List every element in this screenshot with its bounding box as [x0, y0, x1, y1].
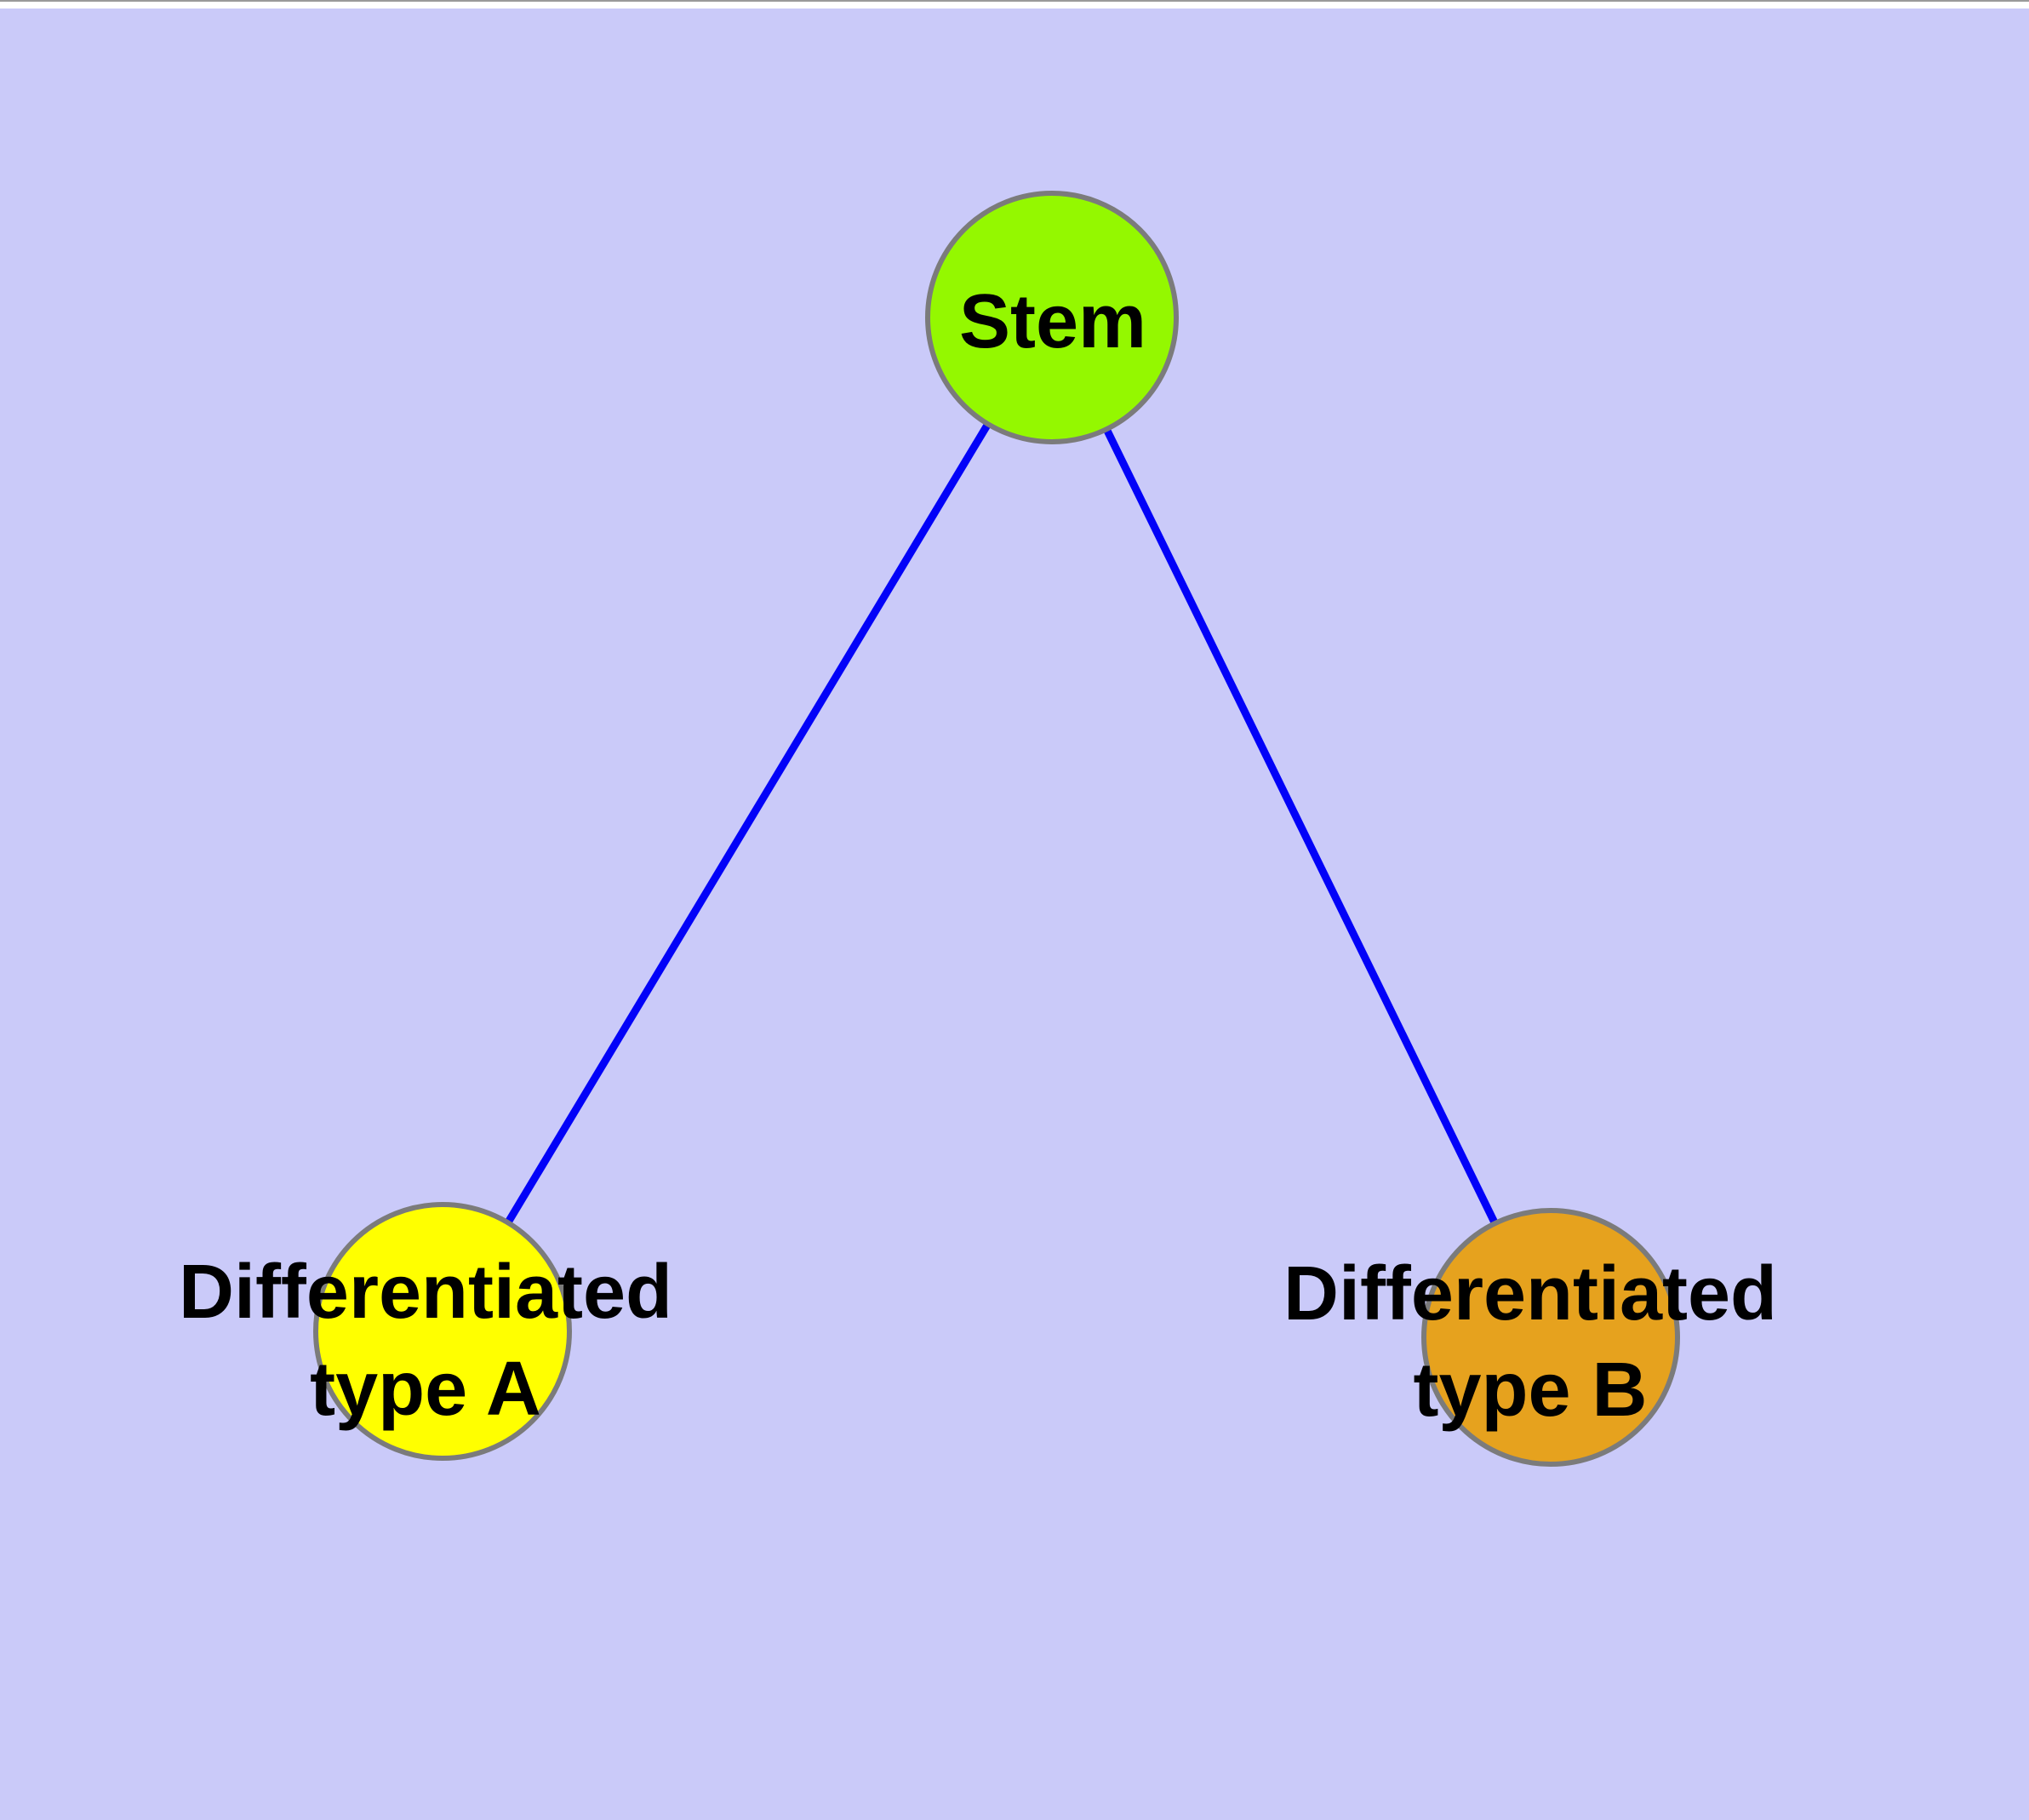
node-type-b-circle	[1421, 1208, 1680, 1467]
node-stem-label: Stem	[959, 279, 1146, 364]
edge-stem-to-type-a	[439, 315, 1055, 1334]
node-type-a-label-line2: type A	[310, 1347, 541, 1432]
edge-stem-to-type-b	[1048, 316, 1555, 1339]
node-type-b-label-line2: type B	[1413, 1348, 1647, 1433]
canvas-top-hairline	[0, 0, 2029, 2]
node-type-a-label-line1: Differentiated	[179, 1250, 672, 1335]
node-stem-circle	[925, 191, 1179, 444]
canvas-top-margin	[0, 0, 2029, 9]
node-type-b-label-line1: Differentiated	[1283, 1251, 1777, 1336]
node-type-a-circle	[313, 1202, 572, 1461]
